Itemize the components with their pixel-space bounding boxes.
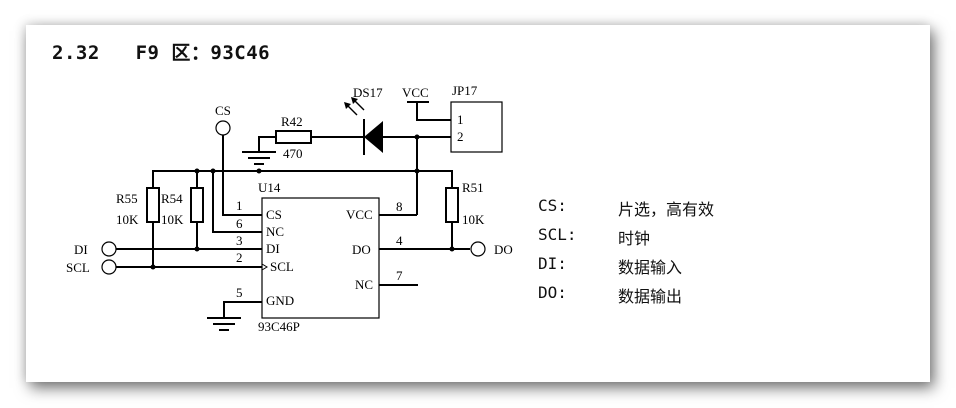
di-terminal: DI bbox=[74, 241, 262, 257]
junction-dot bbox=[150, 264, 156, 270]
resistor-r42: R42 470 bbox=[275, 114, 364, 161]
u14-pin-2-num: 2 bbox=[236, 250, 243, 265]
u14-pin-8-num: 8 bbox=[396, 199, 403, 214]
junction-dot bbox=[194, 246, 200, 252]
u14-pin-4-num: 4 bbox=[396, 233, 403, 248]
r54-ref: R54 bbox=[161, 191, 183, 206]
do-terminal-circle bbox=[470, 241, 486, 257]
section-title: F9 区：93C46 bbox=[135, 42, 271, 64]
u14-pin-di-name: DI bbox=[266, 241, 280, 256]
legend-key: DI: bbox=[538, 254, 567, 273]
legend-row: SCL: 时钟 bbox=[538, 225, 714, 254]
u14-part: 93C46P bbox=[258, 319, 300, 334]
legend-desc: 片选，高有效 bbox=[618, 200, 715, 219]
ground-symbol-u14 bbox=[207, 301, 262, 331]
do-terminal: DO bbox=[379, 241, 513, 257]
u14-ref: U14 bbox=[258, 180, 281, 195]
u14-pin-nc-name: NC bbox=[266, 224, 284, 239]
legend-desc: 时钟 bbox=[618, 229, 651, 248]
resistor-r55: R55 10K bbox=[116, 187, 160, 267]
r51-ref: R51 bbox=[462, 180, 484, 195]
resistor-r55-body bbox=[146, 187, 160, 223]
u14-pin-do-name: DO bbox=[352, 242, 371, 257]
led-ds17: DS17 bbox=[344, 85, 451, 155]
u14-pin-5-num: 5 bbox=[236, 285, 243, 300]
di-net-label: DI bbox=[74, 242, 88, 257]
legend-row: CS: 片选，高有效 bbox=[538, 196, 714, 225]
cs-net-label: CS bbox=[215, 103, 231, 118]
scl-terminal-circle bbox=[101, 259, 117, 275]
resistor-r51: R51 10K bbox=[445, 180, 485, 249]
u14-pin-scl-name: SCL bbox=[270, 259, 294, 274]
legend-desc: 数据输出 bbox=[618, 287, 683, 306]
jumper-jp17: JP17 1 2 bbox=[450, 83, 503, 153]
do-net-label: DO bbox=[494, 242, 513, 257]
resistor-r51-body bbox=[445, 187, 459, 223]
ground-symbol-r42 bbox=[242, 136, 276, 165]
nc-pin6-wire bbox=[212, 171, 262, 233]
r42-value: 470 bbox=[283, 146, 303, 161]
u14-pin-1-num: 1 bbox=[236, 198, 243, 213]
r42-ref: R42 bbox=[281, 114, 303, 129]
vcc-net-label: VCC bbox=[402, 85, 429, 100]
u14-pin-gnd-name: GND bbox=[266, 293, 294, 308]
u14-pin-cs-name: CS bbox=[266, 207, 282, 222]
r54-value: 10K bbox=[161, 212, 184, 227]
di-terminal-circle bbox=[101, 241, 117, 257]
ds17-ref: DS17 bbox=[353, 85, 383, 100]
schematic-card bbox=[26, 25, 930, 382]
junction-dot bbox=[449, 246, 455, 252]
resistor-r54: R54 10K bbox=[161, 171, 204, 249]
legend-desc: 数据输入 bbox=[618, 258, 683, 277]
r55-ref: R55 bbox=[116, 191, 138, 206]
resistor-r54-body bbox=[190, 187, 204, 223]
cs-terminal-circle bbox=[215, 120, 231, 136]
r55-value: 10K bbox=[116, 212, 139, 227]
section-heading: 2.32 F9 区：93C46 bbox=[52, 38, 270, 65]
jp17-body bbox=[450, 101, 503, 153]
light-arrows-icon bbox=[344, 97, 365, 116]
legend-key: SCL: bbox=[538, 225, 577, 244]
r51-value: 10K bbox=[462, 212, 485, 227]
cs-wire bbox=[222, 135, 262, 216]
led-triangle bbox=[364, 121, 383, 153]
vcc-supply: VCC bbox=[402, 85, 451, 121]
chip-u14: U14 93C46P CS NC DI SCL GND 1 6 3 2 5 VC… bbox=[236, 180, 418, 334]
u14-pin-nc2-name: NC bbox=[355, 277, 373, 292]
legend-row: DI: 数据输入 bbox=[538, 254, 714, 283]
cs-terminal: CS bbox=[215, 103, 262, 216]
clock-input-icon bbox=[261, 263, 268, 271]
u14-pin-7-num: 7 bbox=[396, 268, 403, 283]
scl-terminal: SCL bbox=[66, 259, 262, 275]
jp17-ref: JP17 bbox=[452, 83, 478, 98]
junction-dot bbox=[256, 168, 262, 174]
legend-row: DO: 数据输出 bbox=[538, 283, 714, 312]
jp17-pin-1: 1 bbox=[457, 112, 464, 127]
legend-key: DO: bbox=[538, 283, 567, 302]
u14-pin-6-num: 6 bbox=[236, 216, 243, 231]
u14-pin-3-num: 3 bbox=[236, 233, 243, 248]
u14-body bbox=[261, 197, 380, 319]
scl-net-label: SCL bbox=[66, 260, 90, 275]
resistor-r42-body bbox=[275, 130, 312, 144]
section-number: 2.32 bbox=[52, 42, 100, 64]
junction-dot bbox=[414, 134, 420, 140]
signal-legend: CS: 片选，高有效 SCL: 时钟 DI: 数据输入 DO: 数据输出 bbox=[538, 196, 714, 312]
jp17-pin-2: 2 bbox=[457, 129, 464, 144]
u14-pin-vcc-name: VCC bbox=[346, 207, 373, 222]
legend-key: CS: bbox=[538, 196, 567, 215]
junction-dot bbox=[414, 168, 420, 174]
